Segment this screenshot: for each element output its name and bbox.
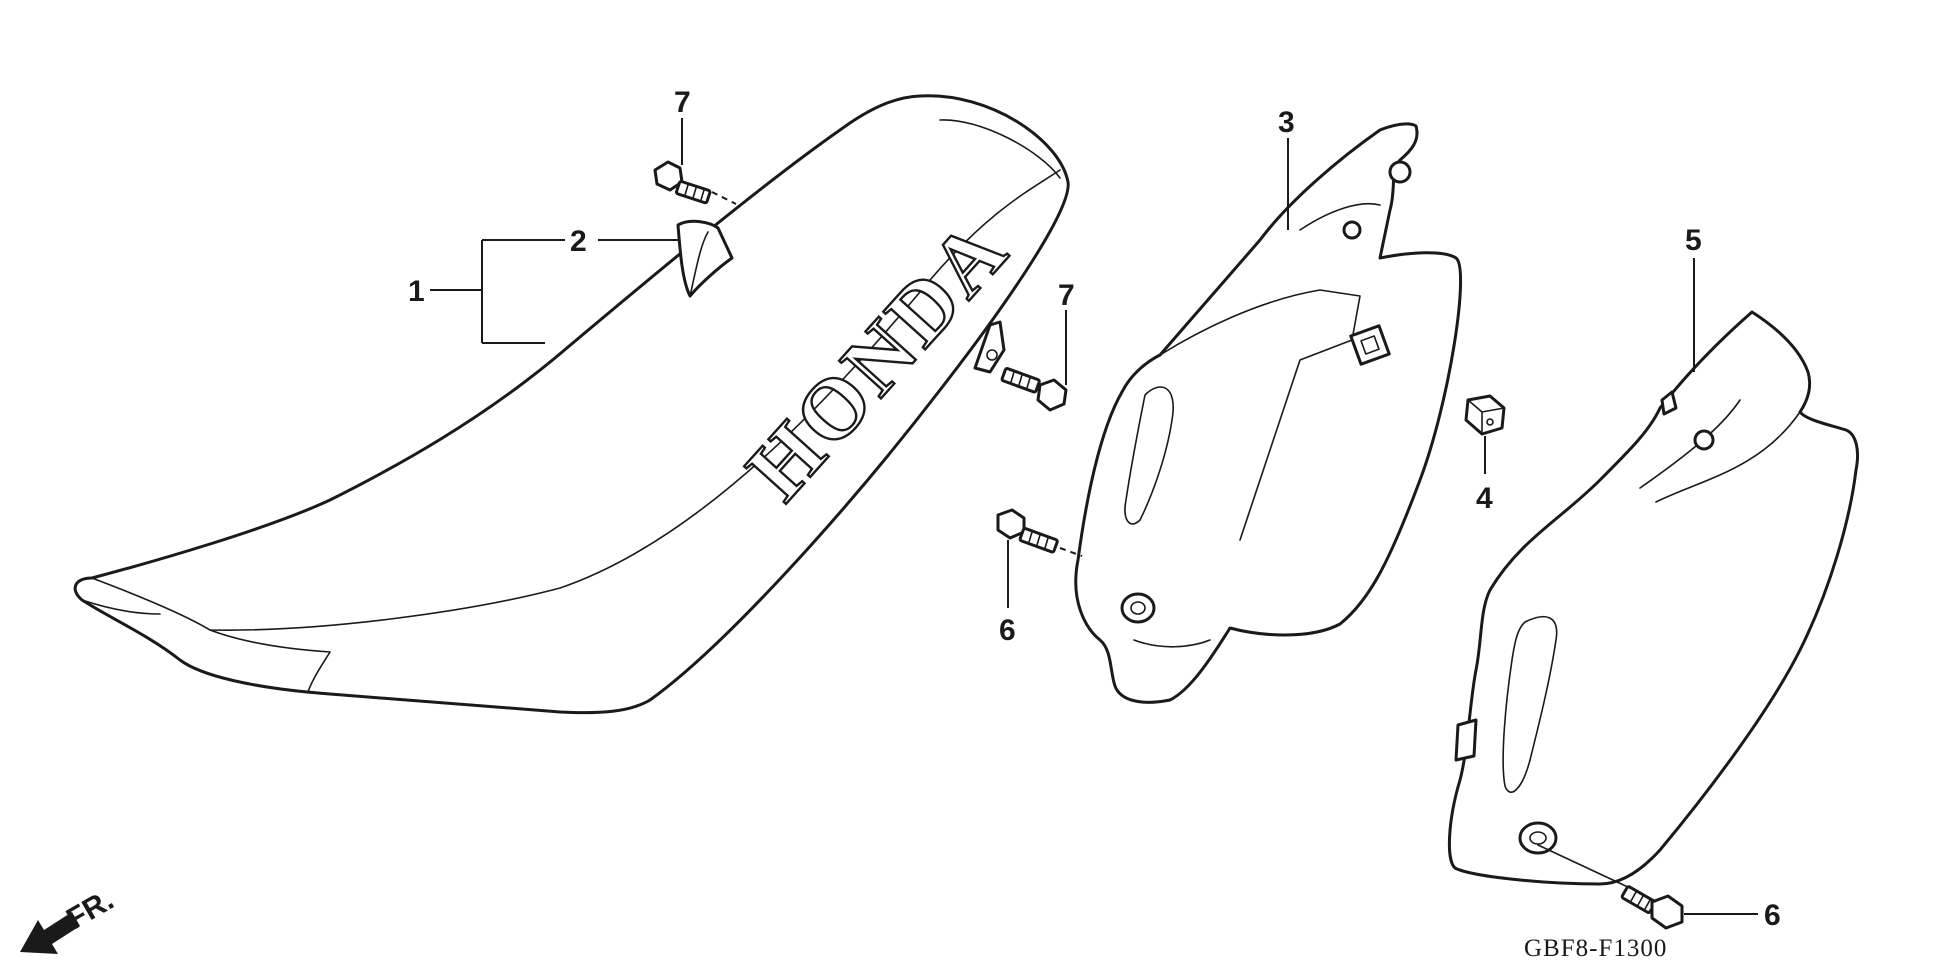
callout-seat: 1 — [408, 275, 425, 308]
callout-flange-bolt-top: 7 — [674, 86, 691, 119]
flange-bolt-top[interactable] — [653, 160, 712, 205]
seat-strap-part[interactable] — [676, 219, 734, 298]
callout-left-side-cover: 3 — [1278, 106, 1295, 139]
callout-right-side-cover: 5 — [1685, 224, 1702, 257]
front-direction-arrow-icon — [20, 912, 80, 954]
right-side-cover-part[interactable] — [1447, 310, 1860, 886]
flange-bolt-lower-right[interactable] — [1620, 885, 1684, 930]
seat-part[interactable]: HONDA — [73, 94, 1070, 715]
flange-bolt-mid[interactable] — [1000, 367, 1068, 412]
leader-lines — [430, 118, 1758, 915]
seat-mount-tab — [973, 320, 1006, 374]
callout-flange-bolt-mid: 7 — [1058, 279, 1075, 312]
callout-flange-bolt-lower-left: 6 — [999, 614, 1016, 647]
left-side-cover-part[interactable] — [1074, 122, 1462, 704]
callout-flange-bolt-lower-right: 6 — [1764, 899, 1781, 932]
drawing-code: GBF8-F1300 — [1524, 935, 1667, 962]
flange-bolt-lower-left[interactable] — [996, 508, 1059, 554]
clip-nut-part[interactable] — [1464, 394, 1506, 436]
callout-clip-nut: 4 — [1476, 482, 1493, 515]
callout-seat-strap: 2 — [570, 225, 587, 258]
